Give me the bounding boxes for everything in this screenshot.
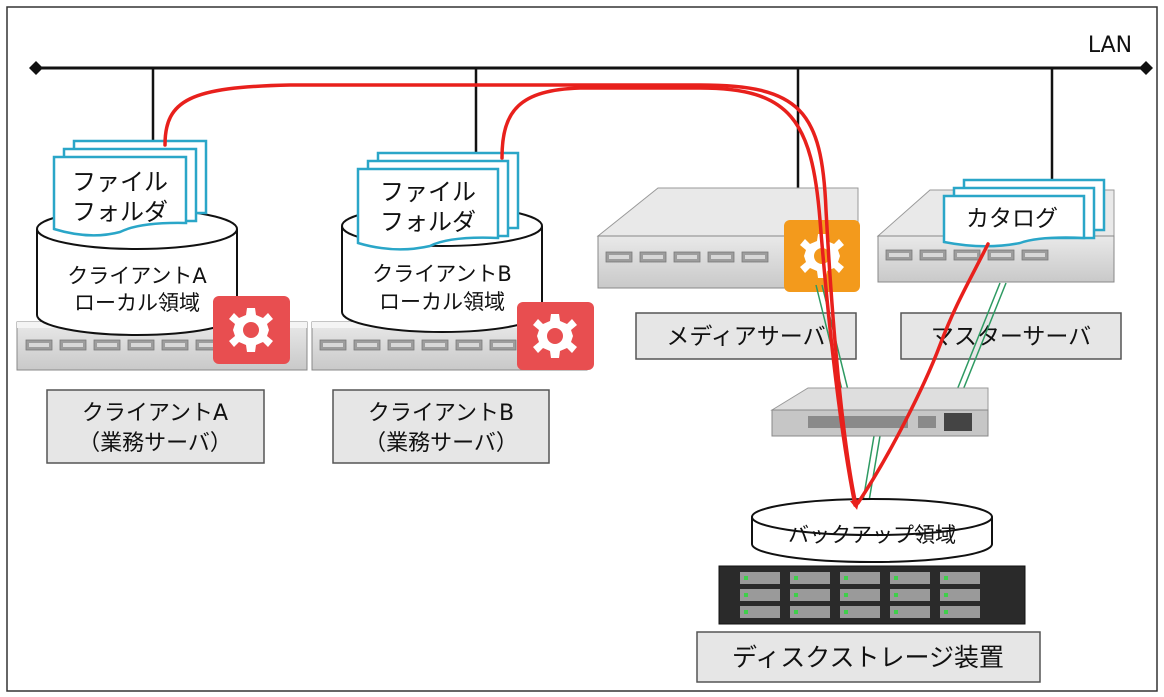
client-b-disk-label-line2: ローカル領域: [379, 290, 505, 314]
lan-bus: LAN: [29, 33, 1153, 75]
client-a-file-label-line2: フォルダ: [72, 198, 168, 226]
client-a-disk-label-line1: クライアントA: [67, 264, 207, 288]
client-a-agent-gear-icon: [213, 296, 290, 364]
client-a-caption-line2: （業務サーバ）: [78, 431, 232, 456]
client-b-disk-label-line1: クライアントB: [372, 262, 512, 286]
flow-client-b-to-backup: [500, 86, 857, 507]
lan-drops: [151, 68, 1054, 195]
master-catalog-stack: カタログ: [942, 178, 1106, 248]
client-a-caption: クライアントA （業務サーバ）: [46, 389, 265, 464]
client-a-file-label-line1: ファイル: [72, 168, 168, 196]
client-a-caption-line1: クライアントA: [82, 401, 228, 426]
client-b-file-folder-stack: ファイル フォルダ: [356, 151, 520, 251]
client-a-file-folder-stack: ファイル フォルダ: [52, 139, 208, 237]
media-server-caption: メディアサーバ: [635, 312, 857, 360]
storage-caption-text: ディスクストレージ装置: [732, 643, 1004, 672]
client-b-agent-gear-icon: [517, 302, 594, 370]
client-a-disk-label-line2: ローカル領域: [74, 291, 200, 315]
master-server-caption-text: マスターサーバ: [931, 324, 1091, 350]
media-server-caption-text: メディアサーバ: [666, 324, 825, 350]
client-b-caption-line2: （業務サーバ）: [364, 431, 518, 456]
disk-storage-unit: [718, 565, 1026, 625]
flow-catalog-to-backup: [856, 242, 990, 505]
master-server-caption: マスターサーバ: [900, 312, 1122, 360]
data-flow-arrows: [163, 83, 990, 510]
client-b-caption: クライアントB （業務サーバ）: [332, 389, 550, 464]
master-catalog-label: カタログ: [966, 206, 1058, 232]
backup-area-disk: バックアップ領域: [751, 498, 993, 563]
lan-label: LAN: [1088, 33, 1132, 58]
flow-client-a-to-backup: [163, 83, 860, 510]
client-b-file-label-line2: フォルダ: [380, 208, 476, 236]
fc-switch: [770, 387, 989, 437]
storage-caption: ディスクストレージ装置: [696, 631, 1041, 683]
backup-area-label: バックアップ領域: [788, 523, 956, 547]
client-b-file-label-line1: ファイル: [380, 178, 476, 206]
client-b-caption-line1: クライアントB: [368, 401, 514, 426]
